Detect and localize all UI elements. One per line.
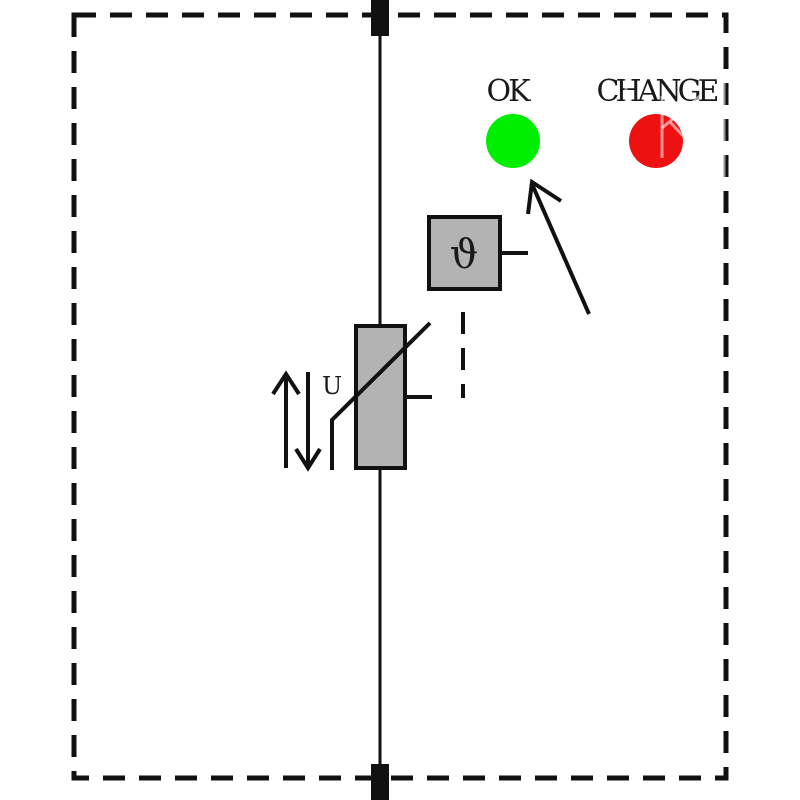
varistor-characteristic-line xyxy=(330,321,432,470)
varistor-voltage-label: U xyxy=(322,372,342,400)
voltage-arrows-icon xyxy=(271,370,322,472)
change-indicator-lamp xyxy=(629,114,683,168)
watermark-logo xyxy=(624,70,726,178)
change-indicator-label: CHANGE xyxy=(597,74,718,109)
ok-indicator-lamp xyxy=(486,114,540,168)
varistor-body xyxy=(354,324,407,470)
ok-indicator-label: OK xyxy=(486,74,531,109)
enclosure-dashed-border xyxy=(71,12,729,781)
thermal-symbol: ϑ xyxy=(450,232,479,278)
bottom-terminal xyxy=(371,764,389,800)
top-terminal xyxy=(371,0,389,36)
indicator-pointer-arrow-icon xyxy=(526,178,591,315)
